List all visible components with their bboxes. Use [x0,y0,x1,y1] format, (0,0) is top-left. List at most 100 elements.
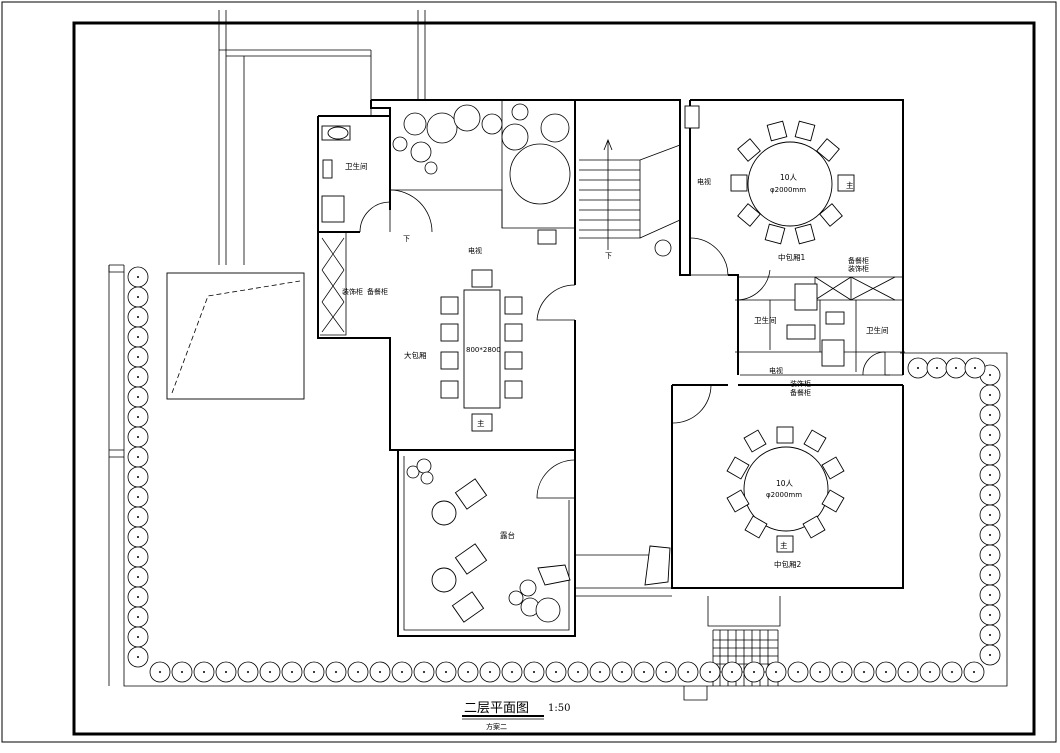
shrub-center [709,671,711,673]
shrub-center [687,671,689,673]
doors [359,189,886,499]
sheet-border-inner [72,21,1036,736]
host-b-label: 主 [846,180,854,190]
display-cabinet-big [321,237,345,333]
shrub-center [775,671,777,673]
shrub-center [357,671,359,673]
shrub-center [555,671,557,673]
shrub-center [137,436,139,438]
shrub-center [907,671,909,673]
shrub-center [137,296,139,298]
shrub-center [989,614,991,616]
shrub-center [137,316,139,318]
shrub-center [989,394,991,396]
shrub-center [401,671,403,673]
host-a-label: 主 [477,418,485,428]
shrub-center [137,356,139,358]
shrub-center [951,671,953,673]
shrub-center [599,671,601,673]
shrub-center [247,671,249,673]
roof-hatch [166,272,305,400]
drawing-subtitle: 方案二 [486,722,507,731]
table-size-label: 800*2800 [466,346,501,354]
parapet-wall [108,10,1008,687]
shrub-center [335,671,337,673]
shrub-center [841,671,843,673]
terrace-furniture [431,478,488,623]
shrub-center [225,671,227,673]
terrace-label: 露台 [500,530,515,540]
shrub-center [445,671,447,673]
shrub-center [159,671,161,673]
sanitary-fixtures [321,105,845,367]
shrub-center [989,454,991,456]
hedge-trees [127,266,1001,683]
shrub-center [643,671,645,673]
cabinet-a2-label: 备餐柜 [367,287,388,296]
cabinet-c2-label: 备餐柜 [790,388,811,397]
shrub-center [137,556,139,558]
shrub-center [533,671,535,673]
shrub-center [137,396,139,398]
tv-a-label: 电视 [468,246,482,255]
shrub-center [665,671,667,673]
shrub-center [917,367,919,369]
shrub-center [989,574,991,576]
shrub-center [137,496,139,498]
room2-seats-label: 10人 [776,479,794,488]
shrub-center [989,514,991,516]
shrub-center [291,671,293,673]
shrub-center [467,671,469,673]
shrub-center [797,671,799,673]
shrub-center [137,416,139,418]
shrub-center [137,336,139,338]
shrub-center [181,671,183,673]
shrub-center [137,456,139,458]
shrub-center [269,671,271,673]
shrub-center [989,594,991,596]
shrub-center [489,671,491,673]
shrub-center [137,516,139,518]
shrub-center [989,554,991,556]
round-table-1 [730,120,855,245]
room1-diameter-label: φ2000mm [770,186,806,194]
shrub-center [989,474,991,476]
shrub-center [955,367,957,369]
shrub-center [973,671,975,673]
restroom-c-label: 卫生间 [866,325,889,335]
shrub-center [819,671,821,673]
balcony-sofa [537,545,671,586]
courtyard-plants [392,103,672,623]
cabinet-a1-label: 装饰柜 [342,287,363,296]
shrub-center [313,671,315,673]
shrub-center [936,367,938,369]
room2-label: 中包厢2 [774,559,801,569]
shrub-center [989,414,991,416]
room2-diameter-label: φ2000mm [766,491,802,499]
shrub-center [137,596,139,598]
tv-c-label: 电视 [769,366,783,375]
banquet-table [440,269,523,432]
shrub-center [423,671,425,673]
tv-b-label: 电视 [697,177,711,186]
shrub-center [511,671,513,673]
shrub-center [989,634,991,636]
shrub-center [753,671,755,673]
restroom-a-label: 卫生间 [345,161,368,171]
shrub-center [577,671,579,673]
shrub-center [974,367,976,369]
shrub-center [137,276,139,278]
shrub-center [137,536,139,538]
shrub-center [989,654,991,656]
down-b-label: 下 [605,252,612,260]
down-a-label: 下 [403,235,410,243]
big-room-label: 大包厢 [404,350,427,360]
building-walls [317,99,905,701]
shrub-center [137,476,139,478]
shrub-center [989,494,991,496]
shrub-center [137,576,139,578]
host-c-label: 主 [780,540,788,550]
shrub-center [863,671,865,673]
